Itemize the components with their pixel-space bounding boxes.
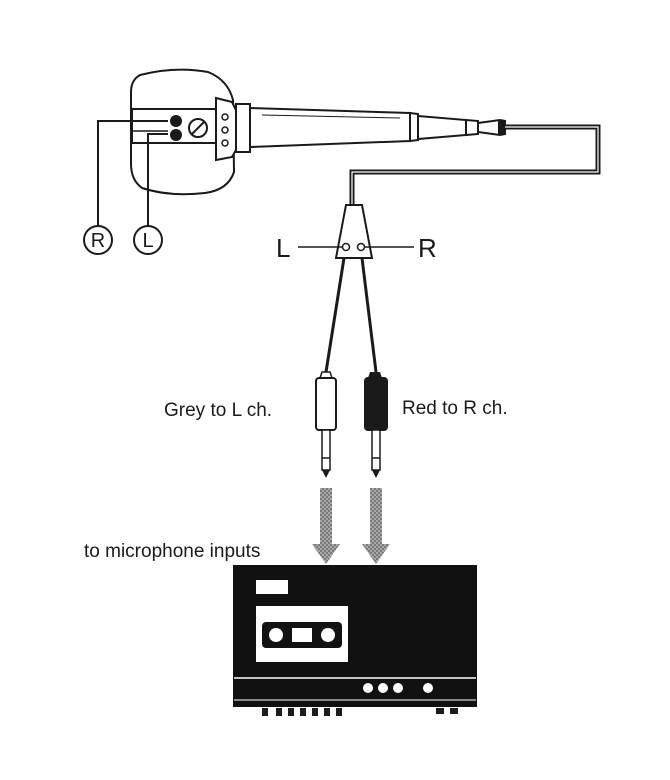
cable-splitter [334,204,374,259]
l-wire [147,133,168,226]
grey-cable [324,257,346,373]
l-terminal-icon [170,129,182,141]
recorder-keys [262,708,458,716]
red-plug-label: Red to R ch. [402,398,508,419]
grey-plug-label: Grey to L ch. [164,400,272,421]
mic-neck [215,96,237,162]
l-marker-label: L [142,230,153,252]
r-marker-label: R [91,230,105,252]
mic-body [249,106,411,149]
r-wire [97,120,168,226]
splitter-left-label: L [276,233,290,263]
microphone-inputs-label: to microphone inputs [84,541,260,562]
cassette-recorder [233,565,477,707]
left-input-arrow-icon [312,488,340,564]
right-input-arrow-icon [362,488,390,564]
stereo-microphone [130,68,506,196]
r-marker-badge: R [83,225,113,255]
splitter-right-label: R [418,233,437,263]
l-marker-badge: L [133,225,163,255]
grey-plug [315,371,337,478]
r-terminal-icon [170,115,182,127]
recorder-button [378,683,388,693]
mic-collar [235,103,251,153]
recorder-button [393,683,403,693]
mic-end-section [409,111,419,143]
recorder-button [423,683,433,693]
red-plug [364,372,388,478]
recorder-button [363,683,373,693]
red-cable [360,257,378,373]
recorder-display [256,580,288,594]
adjustment-screw-icon [188,118,208,138]
